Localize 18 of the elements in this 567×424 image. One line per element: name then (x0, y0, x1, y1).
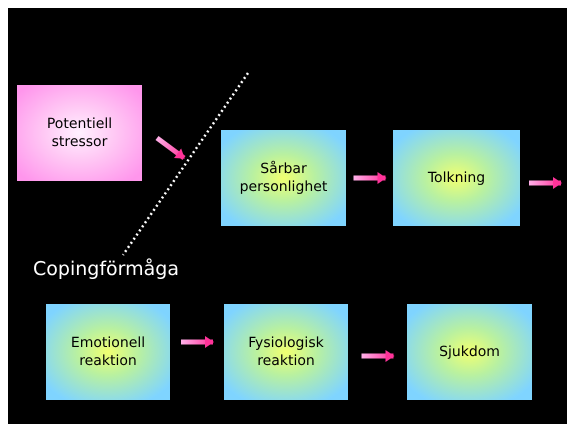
process-box (224, 304, 348, 400)
arrow (354, 172, 386, 184)
arrow (529, 177, 562, 189)
box-label: Sjukdom (439, 342, 500, 362)
arrow (362, 350, 394, 362)
process-box (393, 130, 520, 226)
process-box (46, 304, 170, 400)
arrow (156, 136, 186, 160)
box-label: Potentiell stressor (46, 114, 114, 152)
box-label: Emotionell reaktion (70, 334, 146, 370)
text-label: Copingförmåga (33, 258, 179, 280)
arrow (181, 336, 214, 348)
process-box (221, 130, 346, 226)
box-label: Sårbar personlighet (238, 160, 328, 196)
box-label: Fysiologisk reaktion (247, 334, 325, 370)
box-label: Tolkning (428, 168, 486, 188)
process-box (17, 85, 142, 181)
process-box (407, 304, 532, 400)
